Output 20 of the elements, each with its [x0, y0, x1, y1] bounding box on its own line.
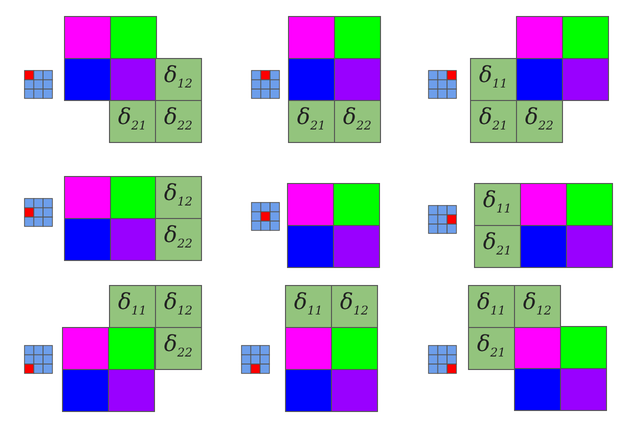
delta-cell: δ$_{12}$: [331, 285, 378, 328]
delta-cell: δ$_{21}$: [288, 100, 335, 143]
delta-cell: δ$_{22}$: [516, 100, 563, 143]
delta-cell: δ$_{12}$: [514, 285, 561, 328]
delta-cell: δ$_{12}$: [155, 58, 202, 101]
delta-cell: δ$_{12}$: [155, 285, 202, 328]
delta-cell: δ$_{11}$: [474, 183, 521, 226]
delta-cell: δ$_{12}$: [155, 176, 202, 219]
delta-cell: δ$_{22}$: [155, 327, 202, 370]
delta-cell: δ$_{22}$: [334, 100, 381, 143]
delta-cell: δ$_{11}$: [470, 58, 517, 101]
delta-cell: δ$_{11}$: [285, 285, 332, 328]
delta-cell: δ$_{21}$: [470, 100, 517, 143]
delta-cell: δ$_{11}$: [109, 285, 156, 328]
delta-cell: δ$_{21}$: [109, 100, 156, 143]
delta-cell: δ$_{21}$: [474, 225, 521, 268]
delta-cell: δ$_{21}$: [468, 327, 515, 370]
delta-cell: δ$_{22}$: [155, 100, 202, 143]
delta-cell: δ$_{11}$: [468, 285, 515, 328]
delta-cell: δ$_{22}$: [155, 218, 202, 261]
